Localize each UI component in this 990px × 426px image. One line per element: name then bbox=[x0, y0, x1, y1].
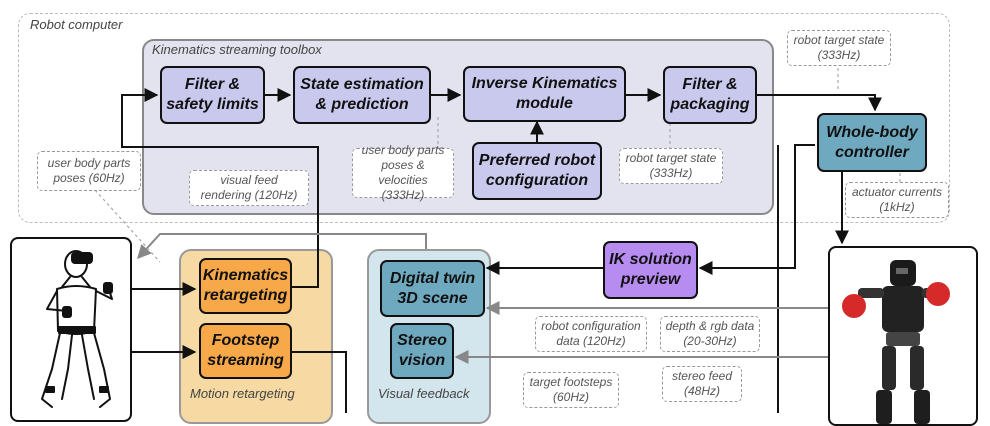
kinematics-retargeting-block[interactable]: Kinematics retargeting bbox=[199, 258, 292, 314]
wire-footstep-out bbox=[292, 351, 347, 413]
wire-twin-to-operator bbox=[137, 233, 427, 260]
left-controller-icon bbox=[62, 306, 72, 318]
wire-wbc-to-ik-preview bbox=[698, 144, 815, 275]
humanoid-robot-image bbox=[828, 246, 978, 426]
human-operator-image bbox=[10, 237, 132, 422]
digital-twin-block[interactable]: Digital twin 3D scene bbox=[380, 260, 485, 317]
wire-kin-retarget-to-filter bbox=[121, 88, 319, 288]
right-boxing-glove-icon bbox=[926, 282, 950, 306]
actuator-currents-note: actuator currents (1kHz) bbox=[845, 182, 949, 218]
preferred-robot-configuration-block[interactable]: Preferred robot configuration bbox=[472, 142, 602, 200]
kinematics-toolbox-label: Kinematics streaming toolbox bbox=[152, 42, 322, 57]
stereo-vision-block[interactable]: Stereo vision bbox=[390, 323, 454, 379]
state-estimation-block[interactable]: State estimation & prediction bbox=[293, 66, 431, 124]
ik-solution-preview-block[interactable]: IK solution preview bbox=[603, 241, 698, 299]
inverse-kinematics-block[interactable]: Inverse Kinematics module bbox=[463, 66, 626, 122]
wire-packaging-to-wbc bbox=[757, 94, 882, 112]
vr-headset-icon bbox=[71, 252, 93, 264]
stereo-feed-note: stereo feed (48Hz) bbox=[662, 366, 742, 402]
user-body-poses-note: user body parts poses (60Hz) bbox=[37, 151, 141, 191]
robot-target-state-note-top: robot target state (333Hz) bbox=[787, 30, 891, 66]
filter-packaging-block[interactable]: Filter & packaging bbox=[663, 66, 757, 124]
filter-safety-limits-block[interactable]: Filter & safety limits bbox=[160, 66, 265, 124]
robot-photo bbox=[842, 260, 950, 424]
visual-feedback-label: Visual feedback bbox=[378, 386, 470, 401]
target-footsteps-note: target footsteps (60Hz) bbox=[523, 372, 619, 408]
robot-target-state-note-mid: robot target state (333Hz) bbox=[619, 148, 723, 184]
robot-computer-label: Robot computer bbox=[30, 17, 123, 32]
depth-rgb-data-note: depth & rgb data (20-30Hz) bbox=[660, 316, 760, 352]
motion-retargeting-label: Motion retargeting bbox=[190, 386, 295, 401]
robot-computer-region bbox=[18, 13, 950, 223]
right-controller-icon bbox=[103, 282, 113, 294]
visual-feed-rendering-note: visual feed rendering (120Hz) bbox=[189, 170, 309, 206]
connection-lines bbox=[94, 68, 901, 413]
operator-sketch bbox=[41, 250, 113, 408]
footstep-streaming-block[interactable]: Footstep streaming bbox=[199, 323, 292, 379]
robot-configuration-data-note: robot configuration data (120Hz) bbox=[535, 316, 647, 352]
whole-body-controller-block[interactable]: Whole-body controller bbox=[817, 113, 927, 172]
user-body-velocities-note: user body parts poses & velocities (333H… bbox=[352, 143, 454, 202]
left-boxing-glove-icon bbox=[842, 294, 866, 318]
